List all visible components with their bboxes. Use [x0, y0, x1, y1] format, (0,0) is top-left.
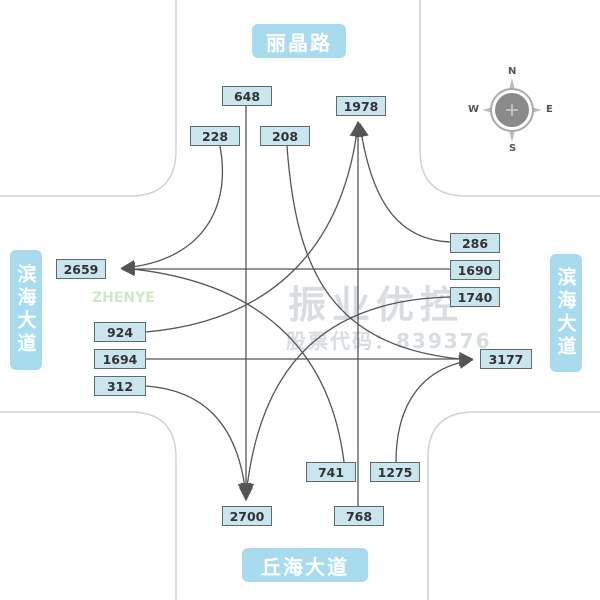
road-label-north: 丽晶路 — [252, 24, 346, 58]
volume-box-228: 228 — [190, 126, 240, 146]
volume-box-1740: 1740 — [450, 287, 500, 307]
volume-box-1978: 1978 — [336, 96, 386, 116]
arrow-228-right — [120, 145, 224, 275]
road-edge-ne — [419, 0, 600, 197]
volume-box-2700: 2700 — [222, 506, 272, 526]
arrow-741-left — [120, 262, 345, 463]
volume-box-648: 648 — [222, 86, 272, 106]
arrow-312-right — [145, 385, 252, 498]
road-edge-nw — [0, 0, 177, 197]
volume-box-924: 924 — [94, 322, 146, 342]
volume-box-208: 208 — [260, 126, 310, 146]
arrow-208-left — [286, 145, 474, 367]
volume-box-3177: 3177 — [480, 349, 532, 369]
arrow-1275-right — [395, 355, 474, 463]
road-label-west: 滨海大道 — [10, 250, 42, 370]
compass: N S W E — [468, 66, 553, 154]
volume-box-768: 768 — [334, 506, 384, 526]
compass-east-label: E — [546, 104, 553, 115]
road-label-south: 丘海大道 — [242, 548, 368, 582]
road-edge-se — [427, 411, 600, 600]
compass-south-label: S — [509, 143, 517, 154]
volume-box-312: 312 — [94, 376, 146, 396]
arrow-924-left — [145, 122, 364, 333]
volume-box-1690: 1690 — [450, 260, 500, 280]
arrow-286-right — [354, 122, 451, 243]
volume-box-286: 286 — [450, 233, 500, 253]
volume-box-741: 741 — [306, 462, 356, 482]
road-edge-sw — [0, 411, 177, 600]
compass-north-label: N — [508, 66, 517, 77]
compass-west-label: W — [468, 104, 480, 115]
volume-box-2659: 2659 — [56, 259, 106, 279]
road-label-east: 滨海大道 — [550, 254, 582, 372]
volume-box-1694: 1694 — [94, 349, 146, 369]
compass-rose-icon — [482, 78, 542, 142]
arrow-1740-left — [240, 296, 451, 498]
volume-box-1275: 1275 — [370, 462, 420, 482]
